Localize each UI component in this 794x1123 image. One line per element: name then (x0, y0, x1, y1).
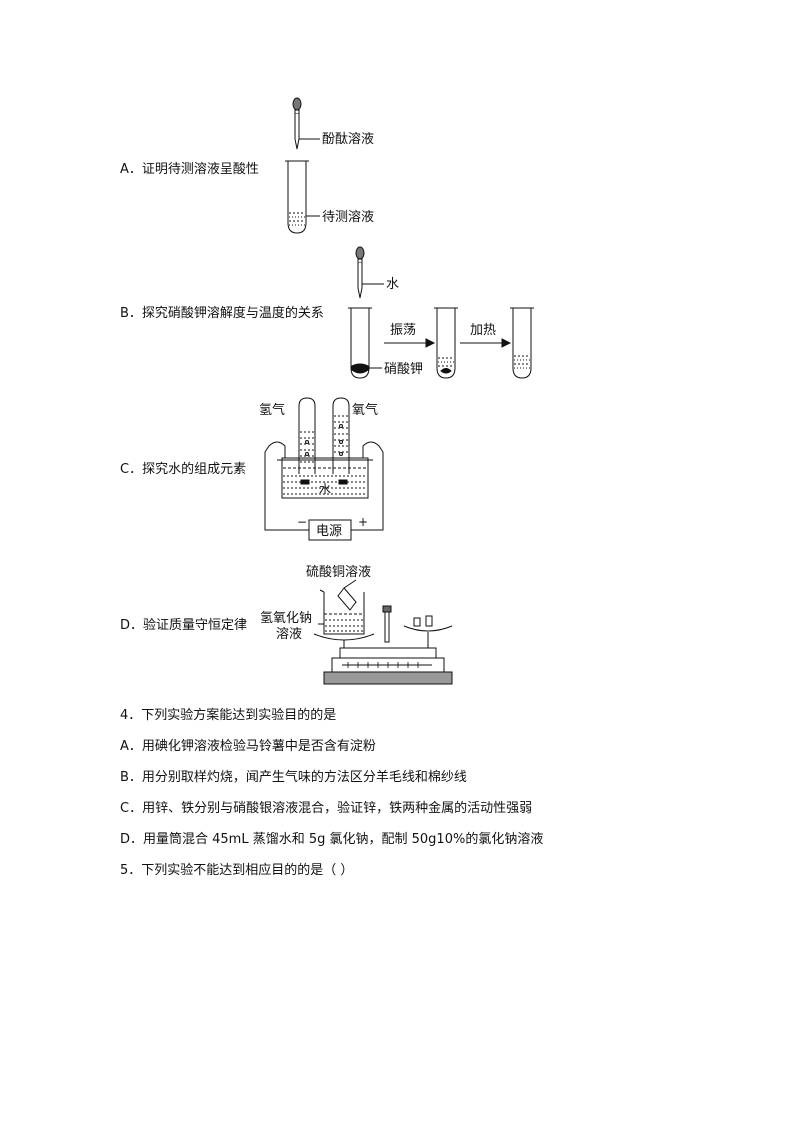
naoh-label-line1: 氢氧化钠 (260, 611, 312, 626)
minus-sign: − (297, 515, 307, 529)
shake-label: 振荡 (390, 323, 416, 338)
heat-label: 加热 (470, 323, 496, 338)
question-4-option-a: A．用碘化钾溶液检验马铃薯中是否含有淀粉 (120, 739, 376, 754)
solid-label: 硝酸钾 (384, 362, 423, 377)
question-4-stem: 4．下列实验方案能达到实验目的的是 (120, 708, 337, 723)
figure-c-electrolysis: 氢气 氧气 水 电源 − + (259, 397, 384, 541)
option-letter: D． (120, 618, 144, 633)
option-letter: C． (120, 462, 143, 477)
option-b: B．探究硝酸钾溶解度与温度的关系 (120, 306, 324, 322)
figure-d-balance: 硫酸铜溶液 氢氧化钠 溶液 (260, 565, 453, 685)
option-a: A．证明待测溶液呈酸性 (120, 162, 259, 178)
question-5-stem: 5．下列实验不能达到相应目的的是（ ） (120, 863, 354, 878)
question-4-option-d: D．用量筒混合 45mL 蒸馏水和 5g 氯化钠，配制 50g10%的氯化钠溶液 (120, 832, 544, 847)
tube-label: 待测溶液 (322, 210, 374, 225)
option-text: 证明待测溶液呈酸性 (141, 162, 259, 177)
copper-sulfate-label: 硫酸铜溶液 (306, 565, 371, 580)
question-4-option-b: B．用分别取样灼烧，闻产生气味的方法区分羊毛线和棉纱线 (120, 770, 467, 785)
figure-b-solubility: 水 振荡 加热 硝酸钾 (348, 246, 534, 379)
option-letter: B． (120, 306, 142, 321)
hydrogen-label: 氢气 (259, 402, 285, 418)
option-d: D．验证质量守恒定律 (120, 618, 247, 634)
dropper-label: 酚酞溶液 (322, 132, 374, 147)
water-label: 水 (319, 482, 331, 496)
naoh-label-line2: 溶液 (276, 627, 302, 642)
water-label: 水 (386, 277, 399, 292)
question-4-option-c: C．用锌、铁分别与硝酸银溶液混合，验证锌，铁两种金属的活动性强弱 (120, 801, 533, 816)
oxygen-label: 氧气 (352, 402, 378, 418)
option-text: 探究水的组成元素 (142, 462, 247, 477)
plus-sign: + (358, 515, 368, 529)
option-letter: A． (120, 162, 142, 177)
power-label: 电源 (316, 524, 342, 539)
option-c: C．探究水的组成元素 (120, 462, 246, 478)
dropper-bulb (292, 97, 302, 111)
option-text: 探究硝酸钾溶解度与温度的关系 (141, 306, 324, 321)
figure-a-dropper-tube: 酚酞溶液 待测溶液 (285, 97, 374, 234)
option-text: 验证质量守恒定律 (143, 618, 248, 633)
